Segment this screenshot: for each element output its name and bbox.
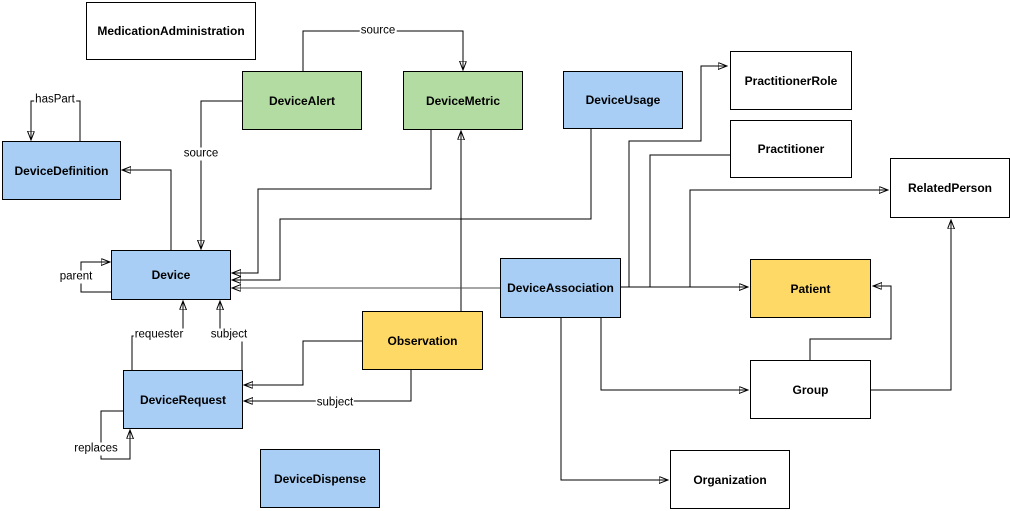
node-deviceassociation-label: DeviceAssociation <box>507 281 614 295</box>
edge-deviceassociation-relatedperson <box>689 190 887 287</box>
node-devicealert[interactable]: DeviceAlert <box>242 71 362 130</box>
edge-label-source-alert-metric: source <box>359 24 397 38</box>
edge-devicerequest-replaces <box>100 410 130 460</box>
edge-deviceusage-device <box>233 129 592 280</box>
node-devicemetric-label: DeviceMetric <box>425 93 501 108</box>
node-devicedispense[interactable]: DeviceDispense <box>260 449 380 508</box>
node-medicationadministration-label: MedicationAdministration <box>97 24 245 38</box>
edge-label-subject-request: subject <box>315 396 355 410</box>
node-practitioner-label: Practitioner <box>757 142 825 156</box>
node-devicealert-label: DeviceAlert <box>268 93 336 108</box>
node-deviceusage-label: DeviceUsage <box>585 93 661 107</box>
edge-device-devicedefinition <box>123 170 172 250</box>
node-relatedperson[interactable]: RelatedPerson <box>890 158 1010 218</box>
node-deviceassociation[interactable]: DeviceAssociation <box>500 258 621 318</box>
edge-devicealert-device <box>201 100 242 248</box>
edge-deviceassociation-group <box>600 318 747 390</box>
node-device[interactable]: Device <box>111 250 231 300</box>
edge-observation-devicerequest-subject <box>245 370 412 401</box>
node-practitionerrole-label: PractitionerRole <box>744 73 838 88</box>
edge-group-relatedperson <box>871 221 951 391</box>
node-patient[interactable]: Patient <box>750 259 871 318</box>
edge-group-patient <box>809 286 892 360</box>
node-deviceusage[interactable]: DeviceUsage <box>563 71 683 129</box>
edge-deviceassociation-practitionerrole <box>628 66 726 287</box>
node-observation-label: Observation <box>387 333 458 348</box>
node-medicationadministration[interactable]: MedicationAdministration <box>86 2 256 60</box>
node-devicerequest[interactable]: DeviceRequest <box>123 370 243 429</box>
edge-devicemetric-device <box>233 130 432 273</box>
node-device-label: Device <box>151 268 191 282</box>
node-group[interactable]: Group <box>750 360 871 419</box>
node-devicedefinition-label: DeviceDefinition <box>14 163 109 178</box>
node-patient-label: Patient <box>790 281 831 296</box>
node-devicemetric[interactable]: DeviceMetric <box>403 71 523 130</box>
edge-observation-devicerequest <box>245 340 362 385</box>
edge-devicedefinition-haspart <box>31 100 81 141</box>
node-practitioner[interactable]: Practitioner <box>730 120 852 178</box>
edge-deviceassociation-organization <box>560 318 667 480</box>
node-relatedperson-label: RelatedPerson <box>907 181 993 195</box>
node-practitionerrole[interactable]: PractitionerRole <box>730 51 852 110</box>
edge-label-replaces: replaces <box>73 442 119 456</box>
edge-label-haspart: hasPart <box>34 93 76 107</box>
edge-label-subject-device: subject <box>209 328 249 342</box>
node-devicedispense-label: DeviceDispense <box>273 471 367 486</box>
edge-deviceassociation-practitioner <box>649 154 730 287</box>
node-group-label: Group <box>792 382 829 397</box>
node-devicedefinition[interactable]: DeviceDefinition <box>2 141 121 200</box>
edge-label-parent: parent <box>58 270 94 284</box>
node-observation[interactable]: Observation <box>362 311 483 370</box>
node-devicerequest-label: DeviceRequest <box>139 392 227 407</box>
node-organization[interactable]: Organization <box>670 450 790 509</box>
node-organization-label: Organization <box>693 472 767 487</box>
edge-label-requester: requester <box>133 328 185 342</box>
edge-label-source-alert-device: source <box>182 147 220 161</box>
